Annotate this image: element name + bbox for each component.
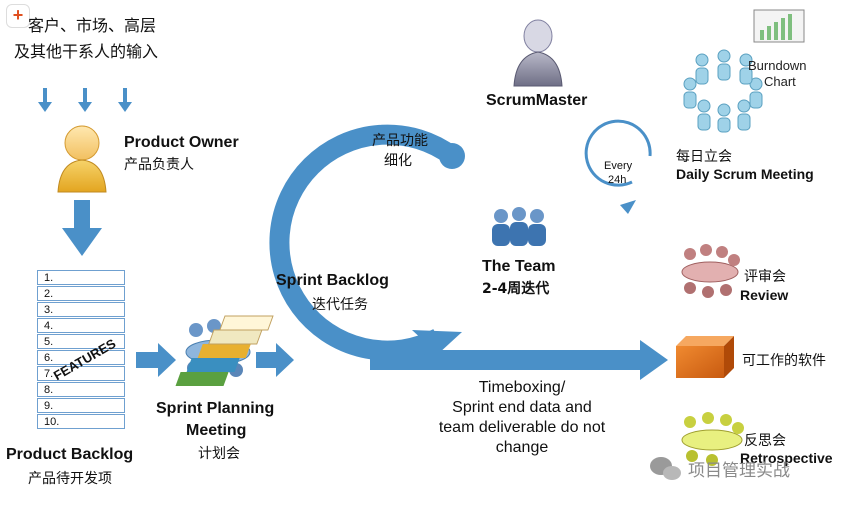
plus-icon[interactable]: + [6,4,30,28]
backlog-row: 4. [37,318,125,333]
retrospective-icon [681,412,744,466]
timeboxing-line3: team deliverable do not [438,419,606,436]
daily-cycle [584,119,652,214]
scrum-master-title: ScrumMaster [486,92,588,109]
owner-to-backlog-arrow [62,200,102,256]
working-software-icon [676,336,734,378]
refinement-line2: 细化 [384,153,412,169]
backlog-row: 8. [37,382,125,397]
input-arrows [38,88,132,112]
daily-scrum-icon [683,49,763,133]
team-line1: The Team [482,258,556,275]
sprint-planning-subtitle: 计划会 [198,446,240,462]
burndown-line1: Burndown [748,58,807,73]
working-software-label: 可工作的软件 [742,353,826,369]
retro-en: Retrospective [740,450,833,466]
backlog-to-planning-arrow [136,343,176,377]
daily-cn: 每日立会 [676,149,732,165]
product-backlog-subtitle: 产品待开发项 [28,471,112,487]
sprint-planning-line1: Sprint Planning [156,400,275,417]
timeboxing-line2: Sprint end data and [452,399,592,416]
sprint-planning-line2: Meeting [186,422,247,439]
wechat-logo-icon [650,457,681,480]
daily-en: Daily Scrum Meeting [676,166,814,182]
backlog-row: 3. [37,302,125,317]
timeboxing-line4: change [495,439,549,456]
burndown-chart-icon [753,9,805,43]
backlog-row: 10. [37,414,125,429]
timeboxing-note: Timeboxing/ Sprint end data and team del… [402,378,642,458]
timeboxing-line1: Timeboxing/ [478,379,566,396]
backlog-row: 6. [37,350,125,365]
stakeholders-line1: 客户、市场、高层 [28,16,157,35]
backlog-row: 2. [37,286,125,301]
product-owner-icon [57,125,107,193]
watermark-text: 项目管理实战 [688,461,790,481]
backlog-row: 5. [37,334,125,349]
daily-every: Every [604,160,633,172]
review-icon [681,244,740,298]
daily-period: 24h [608,174,627,186]
review-en: Review [740,287,789,303]
team-icon [492,207,546,246]
review-cn: 评审会 [744,269,786,285]
backlog-row: 7. [37,366,125,381]
planning-to-sprint-arrow [256,343,294,377]
iteration-cycle [269,124,465,361]
backlog-row: 9. [37,398,125,413]
sprint-backlog-title: Sprint Backlog [276,272,389,289]
product-owner-subtitle: 产品负责人 [124,157,194,173]
sprint-backlog-icon [175,315,274,386]
backlog-row: 1. [37,270,125,285]
refinement-line1: 产品功能 [372,133,428,149]
sprint-backlog-subtitle: 迭代任务 [312,297,368,313]
main-flow-arrow [370,340,668,380]
burndown-line2: Chart [764,74,796,89]
retro-cn: 反思会 [744,433,786,449]
stakeholders-line2: 及其他干系人的输入 [14,42,159,61]
product-backlog-title: Product Backlog [6,446,134,463]
product-owner-title: Product Owner [124,134,239,151]
scrum-master-icon [513,19,563,87]
team-line2: 2-4周迭代 [482,281,550,297]
